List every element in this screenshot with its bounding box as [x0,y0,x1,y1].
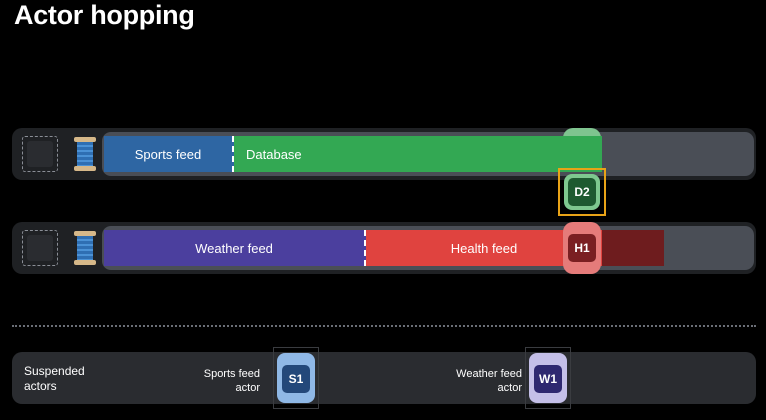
weather-feed-actor-label: Weather feed actor [456,368,522,394]
weather-feed-label: Weather feed [195,240,273,256]
database-label: Database [246,146,302,162]
health-actor-chip: H1 [568,234,596,262]
health-feed-label: Health feed [450,240,518,256]
database-actor-chip: D2 [568,178,596,206]
suspended-actors-bar [12,352,756,404]
sports-feed-actor-label: Sports feed actor [203,368,260,394]
weather-feed-segment: Weather feed [104,230,366,266]
thread-row-2: Weather feed Health feed H1 [12,222,756,274]
thread-spool-icon [74,231,96,265]
h1-label: H1 [574,241,590,255]
sports-feed-label: Sports feed [134,146,202,162]
weather-feed-actor-chip: W1 [534,365,562,393]
cpu-core-icon [22,136,58,172]
actor-slot-s1 [273,347,319,409]
actor-slot-w1 [525,347,571,409]
thread-spool-icon [74,137,96,171]
sports-feed-segment: Sports feed [104,136,234,172]
suspended-actors-label: Suspended actors [24,364,85,393]
health-feed-tail [602,230,664,266]
w1-label: W1 [539,372,557,386]
health-feed-segment: Health feed [366,230,602,266]
database-tail [563,136,601,172]
slide-title: Actor hopping [14,0,195,30]
s1-label: S1 [288,372,304,386]
sports-feed-actor-chip: S1 [282,365,310,393]
d2-label: D2 [574,185,590,199]
actor-frame-d2 [558,168,606,216]
thread-row-1: Sports feed Database [12,128,756,180]
cpu-core-icon [22,230,58,266]
section-divider [12,325,756,327]
database-segment: Database [234,136,602,172]
